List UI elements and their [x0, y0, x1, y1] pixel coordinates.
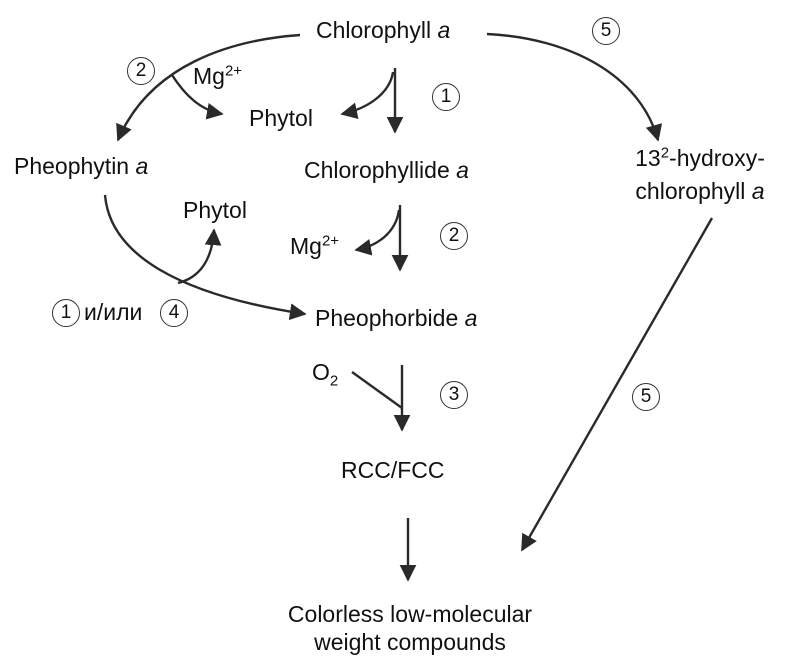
phytol-left: Phytol [183, 196, 247, 224]
hydroxy-prefix: 13 [635, 145, 661, 171]
step-badge-5-right-number: 5 [640, 386, 652, 407]
mg-ion-top: Mg2+ [193, 62, 242, 90]
hydroxy-line2-suffix: a [751, 178, 765, 204]
node-pheophytin-a-suffix: a [135, 153, 149, 179]
node-rcc-fcc: RCC/FCC [341, 456, 445, 484]
node-rcc-fcc-name: RCC/FCC [341, 457, 445, 483]
step-badge-2-mid: 2 [440, 222, 468, 250]
node-pheophorbide-a: Pheophorbide a [315, 304, 477, 332]
connector-and-or-text: и/или [84, 299, 143, 325]
step-badge-5-topright-number: 5 [600, 20, 612, 41]
step-badge-2-mid-number: 2 [448, 225, 460, 246]
phytol-top: Phytol [249, 104, 313, 132]
mg-ion-mid: Mg2+ [290, 232, 339, 260]
node-pheophorbide-a-name: Pheophorbide [315, 305, 459, 331]
step-badge-4-left: 4 [160, 299, 188, 327]
step-badge-5-topright: 5 [592, 17, 620, 45]
step-badge-1-left: 1 [52, 299, 80, 327]
colorless-line1: Colorless low-molecular [287, 601, 533, 627]
node-hydroxy-line2: chlorophyll a [610, 177, 790, 205]
phytol-left-label: Phytol [183, 197, 247, 223]
step-badge-2-topleft: 2 [127, 57, 155, 85]
step-badge-2-topleft-number: 2 [135, 60, 147, 81]
hydroxy-line2-name: chlorophyll [635, 178, 746, 204]
arrow-chlorophyll-to-pheophytin [116, 33, 301, 142]
arrow-pheophytin-to-pheophorbide [103, 194, 307, 321]
connector-and-or: и/или [84, 298, 142, 326]
hydroxy-rest: -hydroxy- [669, 145, 765, 171]
node-chlorophyllide-a: Chlorophyllide a [304, 156, 469, 184]
node-chlorophyll-a-suffix: a [437, 17, 451, 43]
arrow-hydroxy-to-colorless [520, 217, 714, 552]
step-badge-5-right: 5 [632, 383, 660, 411]
node-chlorophyll-a-name: Chlorophyll [316, 17, 432, 43]
arrow-phytol-release-1 [340, 71, 395, 120]
node-hydroxy-line1: 132-hydroxy- [610, 144, 790, 172]
step-badge-1-top-number: 1 [440, 86, 452, 107]
mg-ion-top-base: Mg [193, 63, 225, 89]
oxygen-input: O2 [312, 358, 338, 389]
arrow-mg-release-2 [354, 209, 401, 256]
step-badge-3: 3 [440, 381, 468, 409]
colorless-line2: weight compounds [314, 629, 506, 655]
node-hydroxy-chlorophyll-a: 132-hydroxy- chlorophyll a [610, 144, 790, 205]
node-pheophytin-a: Pheophytin a [14, 152, 148, 180]
step-badge-1-left-number: 1 [60, 302, 72, 323]
arrow-o2-input [351, 371, 403, 409]
node-chlorophyllide-a-name: Chlorophyllide [304, 157, 450, 183]
node-chlorophyllide-a-suffix: a [456, 157, 469, 183]
mg-ion-mid-base: Mg [290, 233, 322, 259]
node-chlorophyll-a: Chlorophyll a [316, 16, 450, 44]
step-badge-3-number: 3 [448, 384, 460, 405]
step-badge-4-left-number: 4 [168, 302, 180, 323]
phytol-top-label: Phytol [249, 105, 313, 131]
node-pheophytin-a-name: Pheophytin [14, 153, 130, 179]
step-badge-1-top: 1 [432, 83, 460, 111]
mg-ion-mid-charge: 2+ [321, 232, 340, 250]
node-pheophorbide-a-suffix: a [464, 305, 478, 331]
hydroxy-sup: 2 [660, 144, 670, 162]
arrow-mg-release-1 [170, 74, 224, 120]
node-colorless-compounds: Colorless low-molecular weight compounds [220, 600, 600, 656]
arrow-chlorophyll-to-hydroxy [486, 32, 663, 142]
oxygen-sub: 2 [329, 372, 339, 390]
oxygen-base: O [312, 359, 330, 385]
mg-ion-top-charge: 2+ [224, 62, 243, 80]
arrow-phytol-release-2 [177, 228, 222, 285]
